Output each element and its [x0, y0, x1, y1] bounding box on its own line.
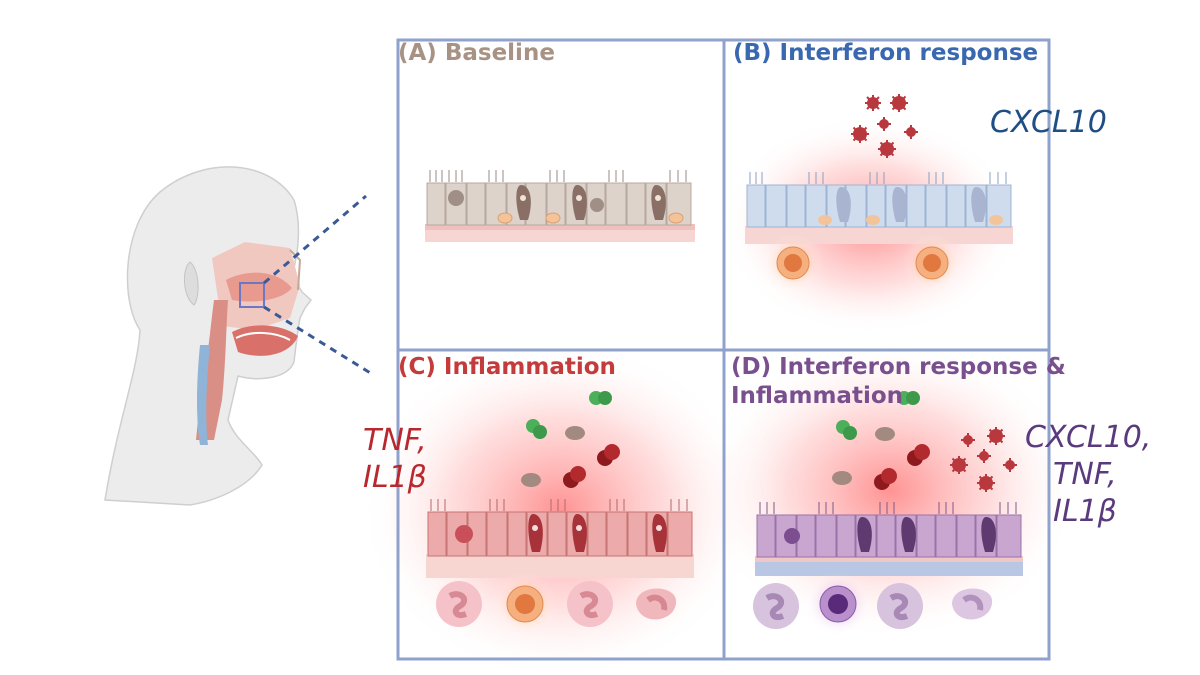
gene-label-cxcl10-d: CXCL10, — [1025, 420, 1152, 455]
inflammation-glow — [360, 340, 760, 675]
epithelium-icon-b — [745, 172, 1013, 244]
panel-d-title-line1: (D) Interferon response & — [731, 354, 1066, 380]
gene-label-cxcl10-b: CXCL10 — [990, 105, 1107, 140]
head-profile-icon — [104, 166, 313, 506]
gene-label-tnf-d: TNF, — [1053, 457, 1117, 492]
gene-label-tnf-c: TNF, — [363, 423, 427, 458]
epithelium-icon-a — [425, 170, 695, 242]
panel-b-title: (B) Interferon response — [733, 40, 1039, 66]
virus-icon — [851, 94, 1017, 492]
gene-label-il1b-d: IL1β — [1053, 494, 1117, 529]
epithelium-icon-d — [755, 502, 1023, 576]
panel-d-title-line2: Inflammation — [731, 383, 904, 409]
panel-c-title: (C) Inflammation — [398, 354, 616, 380]
zoom-line-upper — [263, 194, 367, 285]
epithelium-icon-c — [426, 499, 694, 578]
panel-grid — [396, 38, 1051, 661]
panel-a-title: (A) Baseline — [398, 40, 555, 66]
immune-cell-icon — [436, 233, 993, 636]
gene-label-il1b-c: IL1β — [363, 460, 427, 495]
zoom-line-lower — [263, 305, 373, 376]
cytokine-particles — [521, 391, 930, 490]
